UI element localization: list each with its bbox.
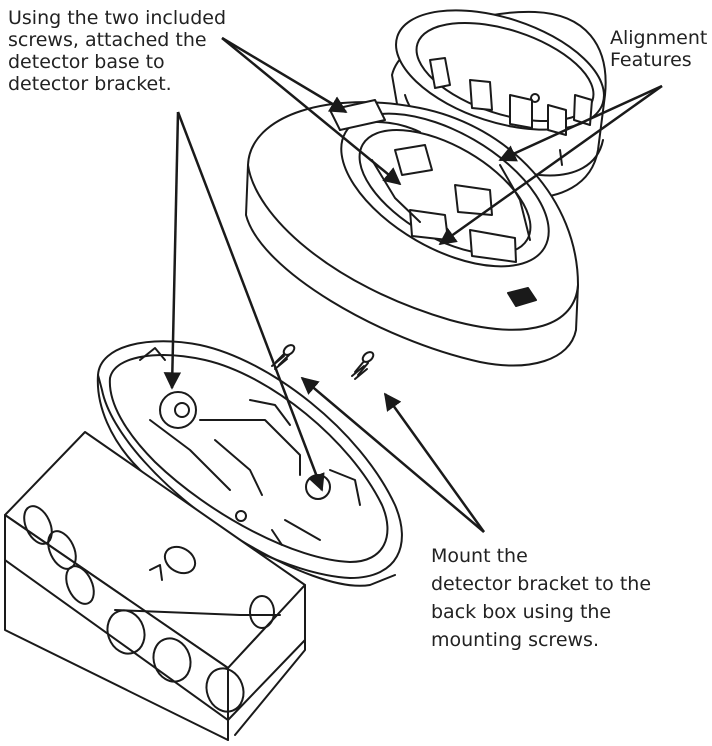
- callout-line: detector base to: [8, 51, 165, 73]
- callout-line: detector bracket.: [8, 73, 172, 95]
- callout-line: screws, attached the: [8, 29, 207, 51]
- callout-line: Using the two included: [8, 7, 226, 29]
- back-box: [4, 431, 306, 741]
- callout-line: Alignment: [610, 27, 708, 49]
- callout-line: back box using the: [431, 601, 612, 623]
- callout-line: Features: [610, 49, 692, 71]
- arrow-to-bracket-left: [163, 111, 182, 390]
- callout-alignment-features: Alignment Features: [610, 27, 707, 71]
- callout-base-to-bracket: Using the two included screws, attached …: [8, 7, 226, 95]
- detector-bracket: [96, 340, 403, 587]
- arrow-alignment-head: [498, 84, 663, 162]
- mounting-screw-right: [351, 351, 375, 380]
- callout-line: Mount the: [431, 545, 528, 567]
- arrow-to-base-screw-left: [221, 36, 348, 114]
- detector-base: [245, 99, 579, 367]
- arrow-to-base-screw-right: [221, 37, 402, 186]
- arrow-to-screw-right: [383, 392, 486, 533]
- mounting-screw-left: [271, 344, 296, 370]
- arrow-to-bracket-right: [176, 111, 325, 492]
- callout-arrows: [163, 36, 663, 533]
- callout-mount-bracket: Mount the detector bracket to the back b…: [431, 542, 651, 654]
- arrow-alignment-base: [438, 84, 663, 246]
- callout-line: mounting screws.: [431, 629, 599, 651]
- callout-line: detector bracket to the: [431, 573, 652, 595]
- arrow-to-screw-left: [300, 376, 485, 533]
